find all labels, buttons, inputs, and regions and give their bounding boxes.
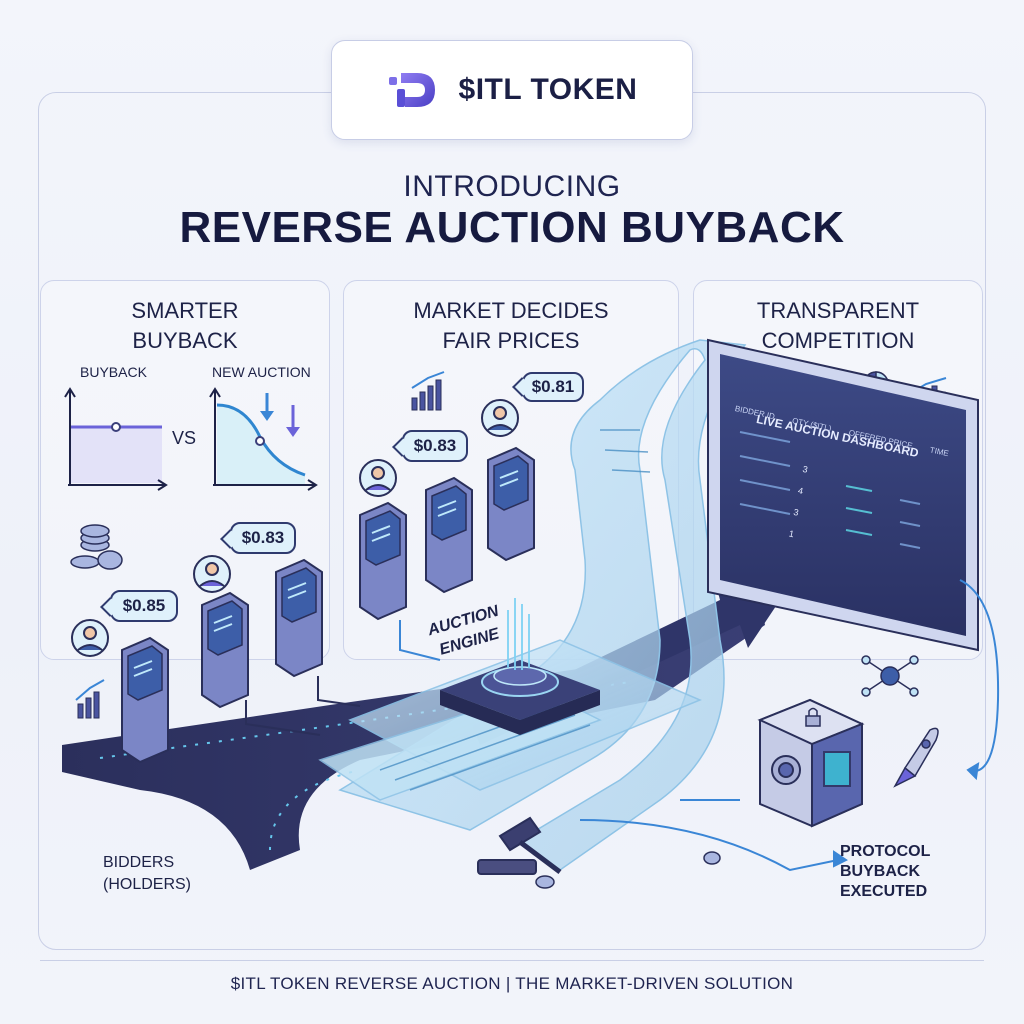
panel-title: TRANSPARENT COMPETITION <box>756 298 920 353</box>
intro-heading: INTRODUCING <box>403 170 621 203</box>
bid-bubble: $0.85 <box>110 590 178 622</box>
network-node-icon <box>861 655 919 697</box>
live-dashboard-monitor <box>707 338 979 652</box>
bid-kiosks <box>121 446 535 764</box>
auction-chart-label: NEW AUCTION <box>212 364 311 380</box>
bidder-avatars <box>71 399 519 657</box>
panel-title: SMARTER BUYBACK <box>131 298 239 353</box>
token-logo-icon <box>388 73 435 107</box>
brand-name: $ITL TOKEN <box>458 73 638 106</box>
lock-icon <box>805 707 821 727</box>
bidders-label: BIDDERS (HOLDERS) <box>103 854 192 893</box>
vault-icon <box>757 698 865 828</box>
flow-connectors <box>245 579 1000 872</box>
rocket-icon <box>893 727 939 788</box>
bid-bubble: $0.83 <box>402 430 468 462</box>
panel-title: MARKET DECIDES FAIR PRICES <box>413 298 609 353</box>
footer-tagline: $ITL TOKEN REVERSE AUCTION | THE MARKET-… <box>230 974 794 993</box>
coin-stack-icon <box>70 524 123 570</box>
coin-icon <box>535 851 721 889</box>
buyback-chart-label: BUYBACK <box>80 364 147 380</box>
gavel-icon <box>477 816 562 875</box>
auction-engine-core <box>440 598 600 735</box>
auction-declining-chart <box>209 387 318 491</box>
bid-bubble: $0.83 <box>230 522 296 554</box>
page-title: REVERSE AUCTION BUYBACK <box>179 203 845 252</box>
vs-label: VS <box>172 428 197 448</box>
footer-divider <box>40 960 984 961</box>
bid-bubble: $0.81 <box>522 372 584 402</box>
buyback-flat-chart <box>64 387 168 491</box>
buyback-executed-label: PROTOCOL BUYBACK EXECUTED <box>840 843 931 900</box>
brand-badge: $ITL TOKEN <box>331 40 693 140</box>
